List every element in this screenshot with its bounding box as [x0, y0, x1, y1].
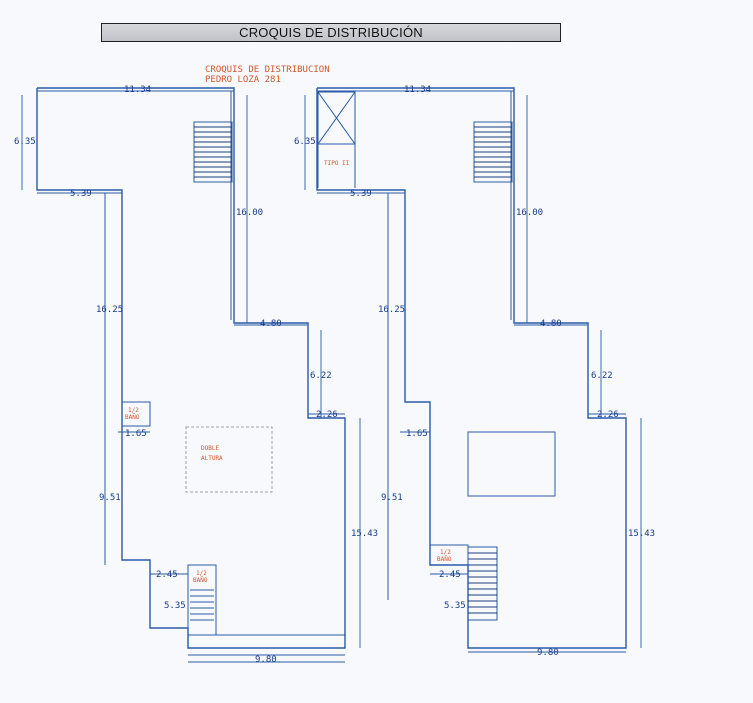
- left-dim-top-width: 11.34: [124, 85, 151, 95]
- right-plan-walls: [316, 87, 627, 649]
- left-dim-left-length: 16.25: [96, 305, 123, 315]
- right-plan: 11.34 6.35 TIPO II 5.39 16.25 16.00 4.80…: [294, 85, 655, 658]
- left-dim-offset: 2.26: [316, 410, 338, 420]
- right-dim-step-width: 5.39: [350, 189, 372, 199]
- right-tipo-label: TIPO II: [324, 160, 350, 167]
- plan-caption-line2: PEDRO LOZA 281: [205, 75, 281, 85]
- left-dim-lower-left: 9.51: [99, 493, 121, 503]
- left-dim-notch-height: 6.22: [310, 371, 332, 381]
- right-double-height-void: [467, 431, 556, 497]
- right-dim-lower-left: 9.51: [381, 493, 403, 503]
- left-bottom-stair: [190, 589, 214, 621]
- left-dim-bottom-height: 5.35: [164, 601, 186, 611]
- left-bottom-stair-room: [187, 564, 217, 636]
- right-dim-left-length: 16.25: [378, 305, 405, 315]
- left-dim-bottom-step: 2.45: [156, 570, 178, 580]
- right-bano-bottom: BAÑO: [437, 556, 452, 563]
- right-dim-lower-right: 15.43: [628, 529, 655, 539]
- left-bano2-top: 1/2: [196, 570, 207, 577]
- right-dim-top-width: 11.34: [404, 85, 431, 95]
- left-dim-step-width: 5.39: [70, 189, 92, 199]
- right-dim-left-height: 6.35: [294, 137, 316, 147]
- right-dim-notch-height: 6.22: [591, 371, 613, 381]
- left-bano-bottom: BAÑO: [125, 414, 140, 421]
- right-dim-bottom-step: 2.45: [439, 570, 461, 580]
- left-doble-label: DOBLE: [201, 445, 219, 452]
- right-tipo-box: [317, 91, 356, 145]
- page-title: CROQUIS DE DISTRIBUCIÓN: [101, 23, 561, 42]
- right-inner-wall-top: [320, 90, 512, 320]
- left-dim-bano-width: 1.65: [125, 429, 147, 439]
- right-dim-right-length: 16.00: [516, 208, 543, 218]
- right-top-stair: [473, 121, 513, 183]
- left-dim-left-height: 6.35: [14, 137, 36, 147]
- right-tipo-x2: [317, 91, 356, 145]
- right-bottom-stair: [467, 546, 498, 621]
- right-bano-top: 1/2: [440, 549, 451, 556]
- left-dim-lower-right: 15.43: [351, 529, 378, 539]
- left-half-bath: [121, 401, 151, 427]
- left-dim-right-length: 16.00: [236, 208, 263, 218]
- left-inner-wall-top: [40, 90, 232, 320]
- right-dim-bottom-width: 9.80: [537, 648, 559, 658]
- left-plan-walls: [36, 87, 346, 649]
- left-plan: 11.34 6.35 5.39 16.25 16.00 4.80 6.22 2.…: [14, 85, 378, 665]
- plan-caption-line1: CROQUIS DE DISTRIBUCION: [205, 65, 330, 75]
- left-bano-top: 1/2: [128, 407, 139, 414]
- left-dim-notch-width: 4.80: [260, 319, 282, 329]
- left-dim-bottom-width: 9.80: [255, 655, 277, 665]
- right-dim-bottom-height: 5.35: [444, 601, 466, 611]
- left-top-stair: [193, 121, 233, 183]
- left-bano2-bottom: BAÑO: [193, 577, 208, 584]
- left-altura-label: ALTURA: [201, 455, 223, 462]
- right-dim-bano-width: 1.65: [406, 429, 428, 439]
- left-double-height-area: [185, 426, 273, 493]
- right-dim-notch-width: 4.80: [540, 319, 562, 329]
- right-dim-offset: 2.26: [597, 410, 619, 420]
